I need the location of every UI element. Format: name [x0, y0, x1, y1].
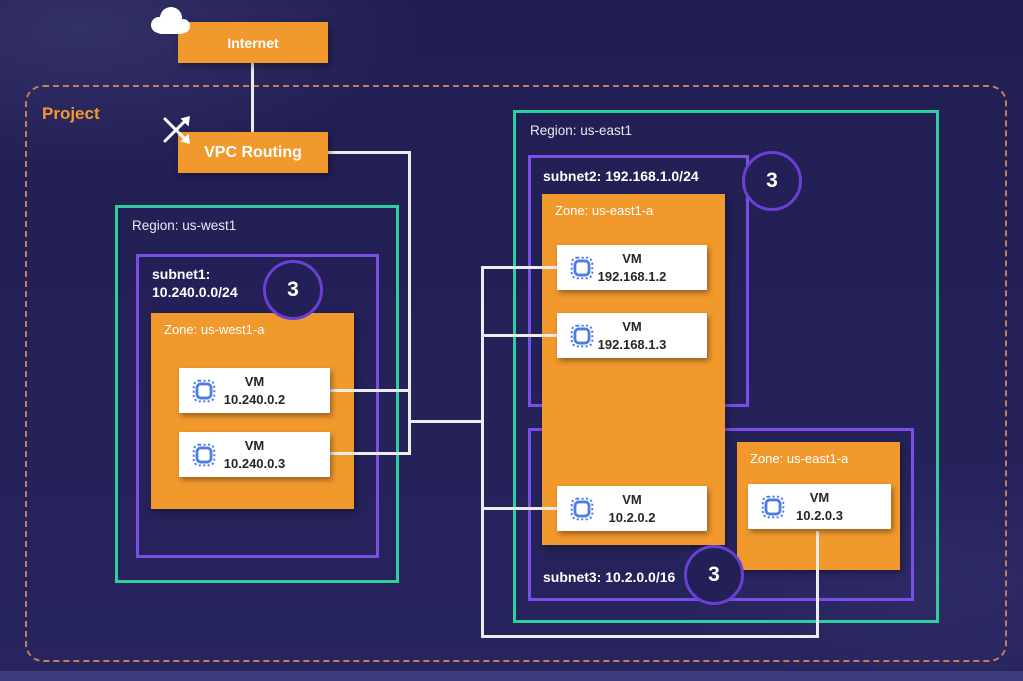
connector-vm-192-168-1-2 — [481, 266, 558, 269]
connector-trunk-b — [481, 266, 484, 638]
vm-label: VM 10.2.0.3 — [796, 489, 843, 524]
internet-label: Internet — [227, 34, 279, 51]
connector-vm-10-2-0-2 — [481, 507, 558, 510]
vm-name: VM — [622, 250, 642, 266]
cpu-chip-icon — [570, 256, 594, 279]
connector-internet-vpc — [251, 62, 254, 134]
subnet1-count: 3 — [287, 278, 299, 301]
vm-name: VM — [622, 491, 642, 507]
vm-ip: 10.240.0.3 — [223, 455, 286, 471]
zone-us-east1-a-label: Zone: us-east1-a — [555, 203, 654, 218]
vm-card-10-2-0-3: VM 10.2.0.3 — [748, 484, 891, 529]
connector-vpc-right — [328, 151, 411, 154]
cpu-chip-icon — [761, 495, 785, 518]
connector-bottom — [481, 635, 819, 638]
internet-node: Internet — [178, 22, 328, 63]
subnet1-cidr: 10.240.0.0/24 — [152, 284, 238, 301]
bottom-strip — [0, 671, 1023, 681]
vm-ip: 10.240.0.2 — [223, 391, 286, 407]
vm-ip: 192.168.1.2 — [597, 268, 667, 284]
vm-label: VM 10.240.0.2 — [224, 373, 285, 408]
vm-label: VM 192.168.1.3 — [598, 318, 667, 353]
cpu-chip-icon — [570, 324, 594, 347]
subnet3-count: 3 — [708, 563, 720, 586]
project-label: Project — [42, 104, 100, 123]
connector-vm-10-240-0-2 — [330, 389, 410, 392]
subnet3-label: subnet3: 10.2.0.0/16 — [543, 568, 676, 585]
subnet1-label: subnet1: 10.240.0.0/24 — [152, 265, 238, 301]
zone-us-east1-a-2-label: Zone: us-east1-a — [750, 451, 849, 466]
vm-name: VM — [622, 318, 642, 334]
vm-name: VM — [244, 373, 265, 389]
project-boundary — [25, 85, 1007, 662]
vpc-routing-node: VPC Routing — [178, 132, 328, 173]
subnet2-count-badge: 3 — [742, 151, 802, 211]
region-us-west1: Region: us-west1 — [115, 205, 399, 583]
cpu-chip-icon — [570, 497, 594, 520]
vm-card-10-240-0-3: VM 10.240.0.3 — [179, 432, 330, 477]
vm-ip: 10.2.0.3 — [796, 507, 843, 523]
region-us-east1-label: Region: us-east1 — [530, 123, 633, 138]
vm-card-10-240-0-2: VM 10.240.0.2 — [179, 368, 330, 413]
vm-ip: 192.168.1.3 — [597, 336, 667, 352]
connector-vm-10-240-0-3 — [330, 452, 410, 455]
vm-label: VM 10.2.0.2 — [609, 491, 656, 526]
connector-vm-192-168-1-3 — [481, 334, 558, 337]
connector-vm-10-2-0-3 — [816, 531, 819, 638]
vm-card-10-2-0-2: VM 10.2.0.2 — [557, 486, 707, 531]
subnet1-count-badge: 3 — [263, 260, 323, 320]
connector-trunk-a — [408, 151, 411, 455]
vm-card-192-168-1-2: VM 192.168.1.2 — [557, 245, 707, 290]
subnet2-count: 3 — [766, 169, 778, 192]
cpu-chip-icon — [192, 379, 216, 402]
connector-bridge — [408, 420, 484, 423]
subnet3-count-badge: 3 — [684, 545, 744, 605]
vm-ip: 10.2.0.2 — [608, 509, 656, 525]
vpc-routing-label: VPC Routing — [204, 143, 302, 161]
vm-label: VM 10.240.0.3 — [224, 437, 285, 472]
subnet1: subnet1: 10.240.0.0/24 — [136, 254, 379, 558]
subnet2-label: subnet2: 192.168.1.0/24 — [543, 168, 699, 184]
region-us-east1: Region: us-east1 — [513, 110, 939, 623]
crossed-arrows-icon — [163, 116, 190, 144]
cpu-chip-icon — [192, 443, 216, 466]
vm-label: VM 192.168.1.2 — [598, 250, 667, 285]
vm-name: VM — [809, 489, 830, 505]
region-us-west1-label: Region: us-west1 — [132, 218, 237, 233]
cloud-icon — [151, 7, 190, 34]
zone-us-west1-a-label: Zone: us-west1-a — [164, 322, 265, 337]
subnet1-title: subnet1: — [152, 266, 211, 282]
vm-name: VM — [244, 437, 265, 453]
vm-card-192-168-1-3: VM 192.168.1.3 — [557, 313, 707, 358]
